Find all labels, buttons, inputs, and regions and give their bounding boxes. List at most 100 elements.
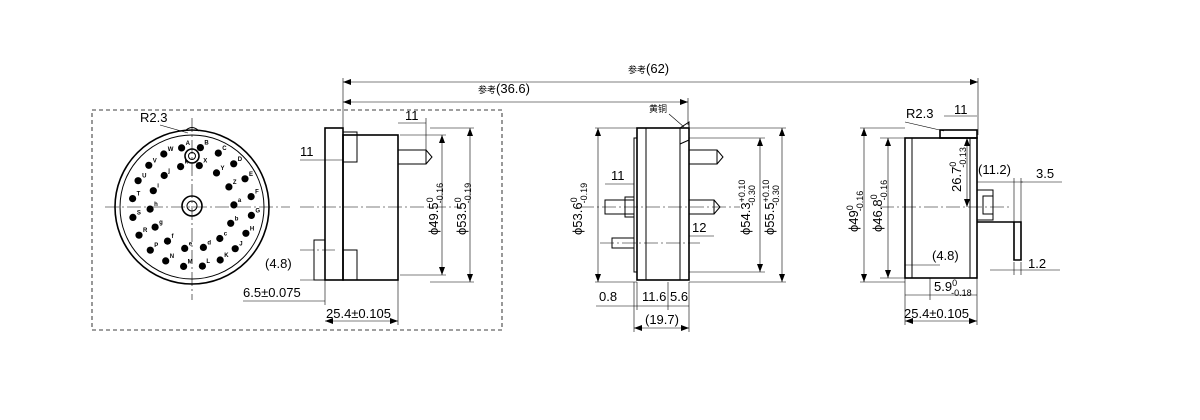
brass-label: 黄铜 — [649, 103, 667, 114]
overall-dimensions: 参考(62) 参考(36.6) — [342, 61, 979, 135]
dim-11-6: 11.6 — [642, 289, 666, 304]
dim-3-5: 3.5 — [1036, 166, 1054, 181]
contact-pin — [216, 234, 224, 243]
contact-pin — [198, 262, 206, 270]
contact-pin-label: G — [255, 208, 260, 214]
dia-49: ϕ490-0.16 — [845, 191, 865, 232]
contact-pin — [146, 246, 154, 254]
contact-pin — [247, 193, 255, 201]
dia-55-5: ϕ55.5+0.10-0.30 — [761, 180, 781, 235]
contact-pin-label: A — [186, 141, 191, 147]
side-view-1: 11 11 ϕ49.50-0.16 ϕ53.50-0.19 (4.8) 6.5±… — [243, 108, 474, 325]
dim-12: 12 — [692, 220, 706, 235]
contact-pin — [231, 245, 239, 253]
contact-pin-label: D — [238, 157, 243, 163]
contact-pin-label: L — [206, 259, 210, 265]
front-radius-label: R2.3 — [140, 110, 167, 125]
center-contact — [181, 195, 203, 217]
bracket-3 — [977, 221, 1022, 261]
contact-pin — [162, 257, 170, 265]
contact-pin-label: X — [203, 159, 207, 165]
dim-0-8: 0.8 — [599, 289, 617, 304]
dim-1-2: 1.2 — [1028, 256, 1046, 271]
contact-pin — [181, 244, 189, 252]
contact-pin-label: B — [204, 141, 209, 147]
contact-pin-label: U — [142, 174, 146, 180]
dim-19-7: (19.7) — [645, 312, 679, 327]
contact-pin-label: c — [224, 232, 228, 238]
dim-5-6: 5.6 — [670, 289, 688, 304]
contact-pin-label: g — [159, 220, 163, 226]
contact-pin-label: N — [170, 254, 174, 260]
body-2 — [636, 127, 690, 281]
contact-pin-label: R — [143, 228, 148, 234]
contact-pin — [178, 144, 186, 152]
rear-boss-3 — [976, 189, 994, 221]
contact-pin — [225, 183, 233, 191]
contact-pin-label: a — [238, 198, 242, 204]
dia-54-3: ϕ54.3+0.10-0.30 — [737, 180, 757, 235]
contact-pin — [196, 144, 204, 152]
contact-pin-label: S — [137, 210, 141, 216]
contact-pin-label: E — [249, 172, 253, 178]
contact-pin — [227, 219, 235, 227]
dim-6-5: 6.5±0.075 — [243, 285, 301, 300]
assembly-boundary — [91, 109, 503, 331]
contact-pin-label: d — [207, 240, 211, 246]
front-length-label: 参考(36.6) — [478, 81, 530, 96]
contact-pin — [163, 237, 172, 245]
contact-pin-label: j — [167, 169, 170, 175]
contact-pin — [230, 160, 238, 168]
dim-4-8-sv3: (4.8) — [932, 248, 959, 263]
contact-pin — [216, 256, 224, 264]
contact-pin-label: b — [235, 216, 239, 222]
contact-pin — [177, 163, 185, 171]
dim-25-4-sv3: 25.4±0.105 — [904, 306, 969, 321]
contact-pin-label: C — [222, 146, 227, 152]
contact-pin-label: h — [154, 202, 158, 208]
dim-11-sv3: 11 — [954, 102, 968, 117]
contact-pin — [230, 201, 238, 209]
contact-pin — [145, 161, 153, 169]
connector-shell — [114, 129, 270, 285]
contact-pin-label: k — [185, 160, 189, 166]
contact-pin-label: i — [157, 184, 159, 190]
contact-pin-label: H — [250, 226, 254, 232]
pin-side-1 — [397, 149, 427, 165]
contact-pin — [160, 150, 168, 158]
contact-pin-label: e — [189, 241, 193, 247]
dia-53-5: ϕ53.50-0.19 — [453, 183, 473, 235]
radius-sv3: R2.3 — [906, 106, 933, 121]
brass-lug — [679, 121, 690, 145]
contact-pin-label: T — [137, 192, 141, 198]
contact-pin-label: V — [153, 158, 157, 164]
dim-11-sv2: 11 — [611, 168, 625, 183]
flange — [324, 127, 344, 281]
contact-pin — [242, 229, 250, 237]
contact-pin-label: f — [172, 234, 175, 240]
dim-4-8: (4.8) — [265, 256, 292, 271]
dim-11-top: 11 — [405, 108, 419, 123]
contact-pin — [214, 149, 222, 157]
contact-pin-label: W — [168, 147, 174, 153]
dim-5-9: 5.90-0.18 — [934, 278, 972, 298]
contact-pin — [241, 175, 249, 183]
contact-pin — [134, 177, 142, 185]
pin-2a — [688, 149, 718, 165]
contact-pin-label: J — [239, 242, 242, 248]
dia-46-8: ϕ46.80-0.16 — [869, 180, 889, 232]
contact-pin — [195, 162, 203, 170]
total-length-label: 参考(62) — [628, 61, 669, 76]
contact-pin-label: K — [224, 253, 229, 259]
coax-contact — [184, 148, 200, 164]
contact-pin — [160, 171, 168, 180]
contact-pin — [247, 211, 255, 219]
contact-pin — [212, 169, 221, 177]
rear-lug — [313, 239, 326, 281]
dia-53-6: ϕ53.60-0.19 — [569, 183, 589, 235]
contact-pin — [199, 243, 207, 251]
contact-pin-label: M — [188, 259, 193, 265]
